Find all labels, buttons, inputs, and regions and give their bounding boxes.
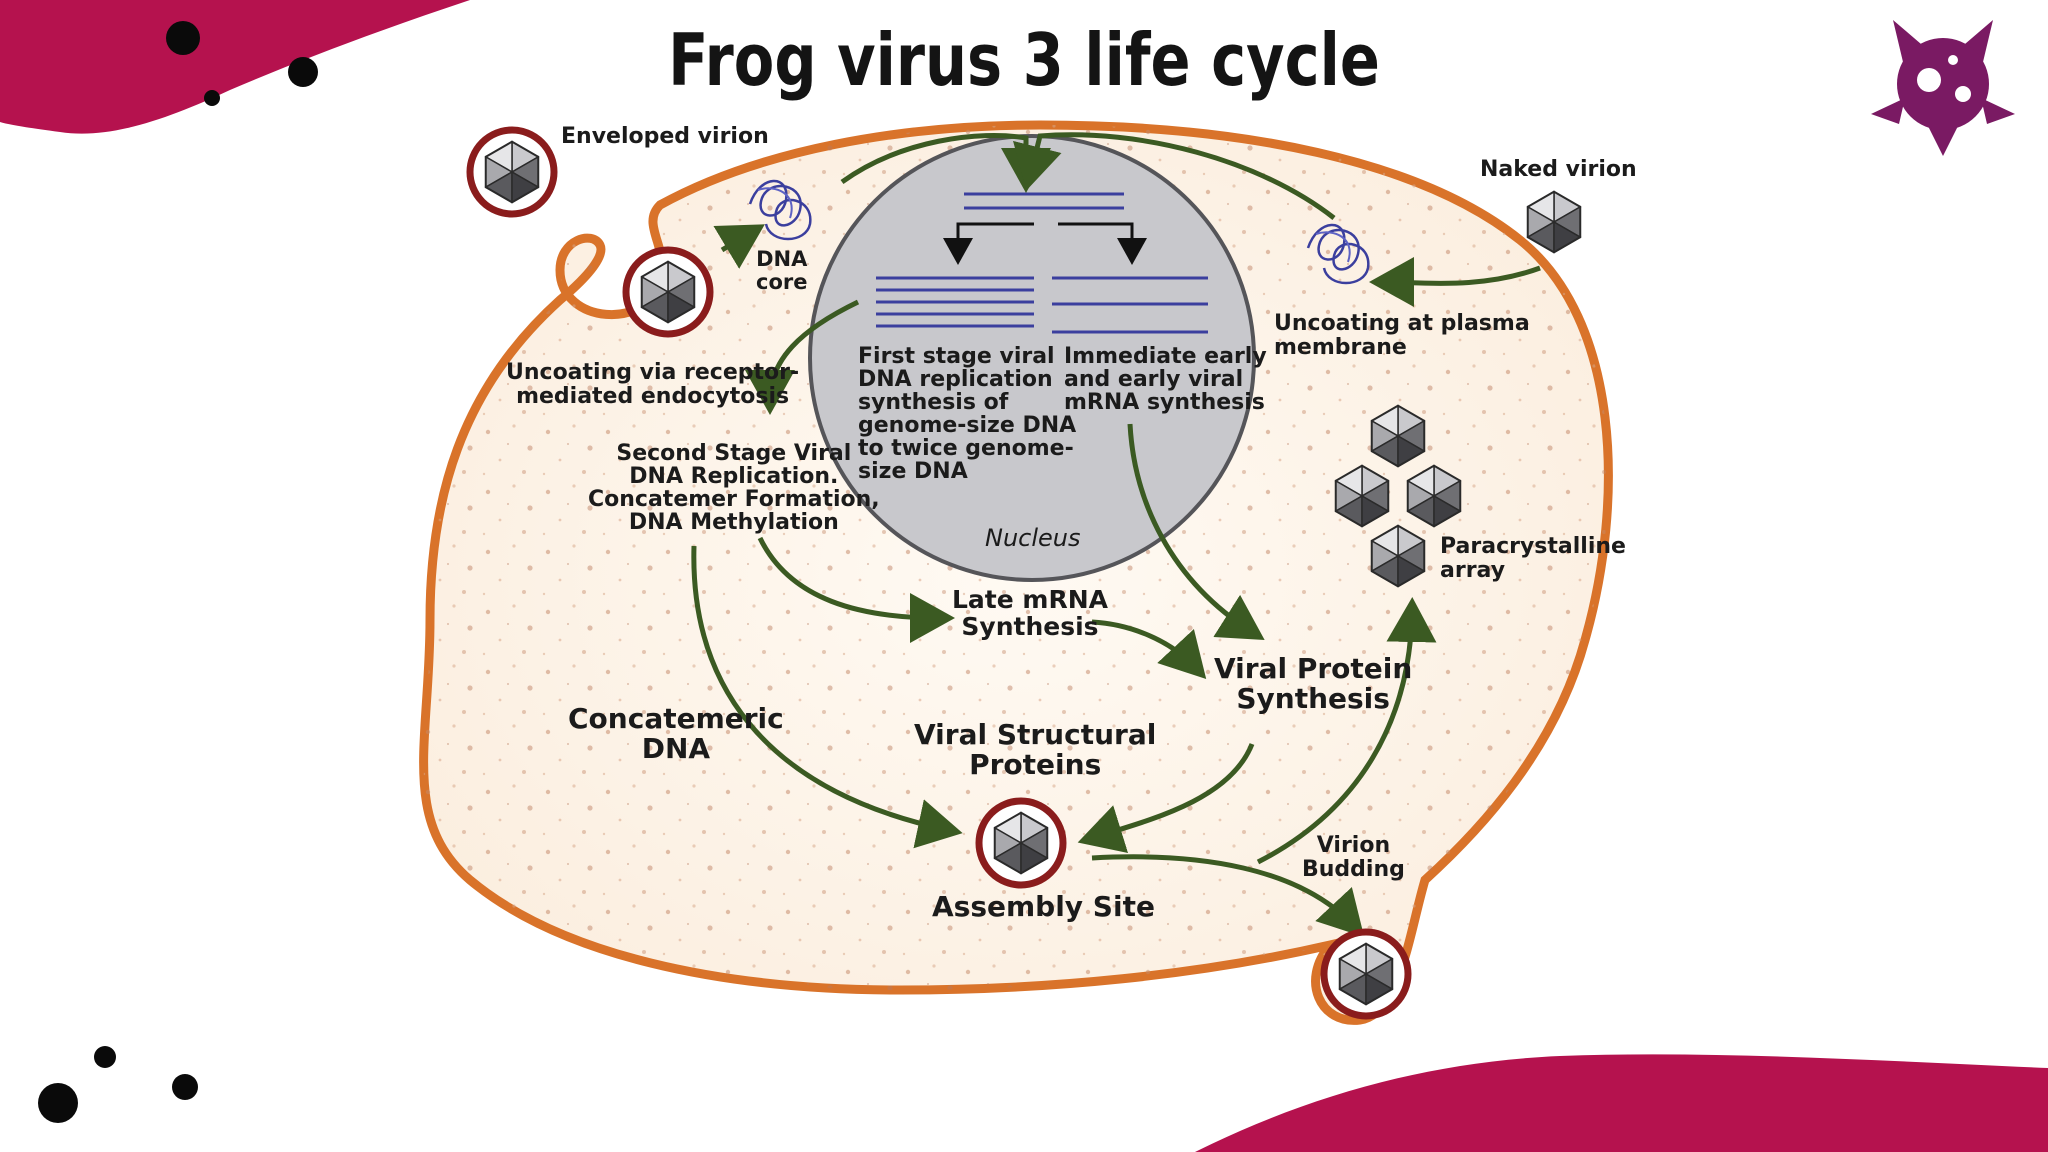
virion-budding-label: Virion Budding <box>1302 833 1405 882</box>
decor-dot <box>172 1074 198 1100</box>
virion-icon <box>1320 928 1412 1020</box>
uncoating-plasma-label: Uncoating at plasma membrane <box>1274 311 1530 360</box>
virion-icon <box>1526 190 1582 254</box>
viral-structural-label: Viral Structural Proteins <box>914 718 1157 782</box>
uncoating-endocytosis-label: Uncoating via receptor- mediated endocyt… <box>506 360 800 409</box>
naked-virion-label: Naked virion <box>1480 157 1637 182</box>
decor-dot <box>204 90 220 106</box>
decor-dot <box>288 57 318 87</box>
slide-title: Frog virus 3 life cycle <box>668 18 1380 102</box>
corner-wave-top-left <box>0 0 470 134</box>
dna-core-label: DNA core <box>756 247 808 294</box>
decor-dot <box>166 21 200 55</box>
nucleus-label: Nucleus <box>985 524 1081 552</box>
late-mrna-label: Late mRNA Synthesis <box>952 585 1108 641</box>
decor-dot <box>94 1046 116 1068</box>
immediate-early-label: Immediate early and early viral mRNA syn… <box>1064 344 1267 416</box>
process-arrows <box>691 132 1541 937</box>
viral-protein-label: Viral Protein Synthesis <box>1214 652 1413 716</box>
assembly-site-label: Assembly Site <box>932 890 1155 923</box>
enveloped-virion-label: Enveloped virion <box>561 124 769 149</box>
virion-icon <box>622 246 714 338</box>
paracrystalline-label: Paracrystalline array <box>1440 534 1626 583</box>
concatemeric-dna-label: Concatemeric DNA <box>568 702 784 766</box>
second-stage-label: Second Stage Viral DNA Replication. Conc… <box>588 441 880 536</box>
dna-strands <box>876 192 1208 334</box>
decor-dot <box>38 1083 78 1123</box>
logo-virus-icon <box>1871 20 2015 156</box>
virion-icon <box>975 797 1067 889</box>
corner-wave-bottom-right <box>1195 1054 2048 1152</box>
nucleus-branch-arrows <box>943 222 1147 265</box>
first-stage-label: First stage viral DNA replication synthe… <box>858 344 1077 485</box>
virion-icon <box>466 126 558 218</box>
